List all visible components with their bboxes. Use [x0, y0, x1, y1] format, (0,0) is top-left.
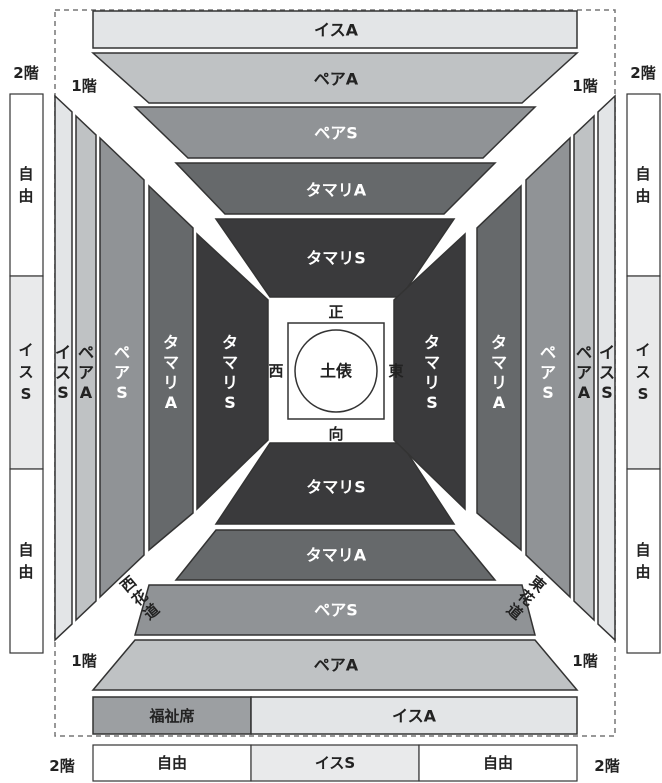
- west-tamari-a[interactable]: [148, 184, 194, 552]
- east-pair-a[interactable]: [573, 114, 595, 622]
- east-pair-s[interactable]: [525, 136, 571, 599]
- north-pair-a[interactable]: [91, 52, 579, 104]
- floor-2-se: 2階: [594, 757, 619, 775]
- floor-1-se: 1階: [572, 652, 597, 670]
- west-second-free-top[interactable]: [9, 93, 44, 277]
- south-pair-a[interactable]: [91, 639, 579, 691]
- north-label-1: ペアA: [314, 70, 359, 89]
- north-label-2: ペアS: [314, 124, 358, 143]
- floor-1-sw: 1階: [71, 652, 96, 670]
- floor-2-west: 2階: [13, 64, 38, 82]
- east-second-label-2: 自由: [635, 541, 650, 581]
- east-tamari-a[interactable]: [476, 184, 522, 552]
- west-second-label-2: 自由: [18, 541, 33, 581]
- south-second-free-right[interactable]: [418, 744, 578, 782]
- welfare-label: 福祉席: [148, 707, 194, 725]
- west-pair-a[interactable]: [75, 114, 97, 622]
- floor-1-nw: 1階: [71, 77, 96, 95]
- west-second-label-0: 自由: [18, 165, 33, 205]
- direction-north: 正: [328, 303, 343, 321]
- labels: イスA ペアA ペアS タマリA タマリS タマリS タマリA ペアS ペアA 福祉席 イスA タマリ…: [13, 21, 655, 776]
- west-second-free-bottom[interactable]: [9, 468, 44, 654]
- floor-2-east: 2階: [630, 64, 655, 82]
- west-tamari-s[interactable]: [196, 232, 269, 511]
- north-isu-a[interactable]: [92, 10, 578, 49]
- direction-south: 向: [328, 425, 343, 443]
- north-tamari-a[interactable]: [174, 162, 497, 215]
- east-tamari-s[interactable]: [393, 232, 466, 511]
- floor-1-ne: 1階: [572, 77, 597, 95]
- east-isu-s[interactable]: [597, 94, 616, 642]
- south-tamari-s[interactable]: [214, 442, 456, 525]
- north-label-4: タマリS: [306, 249, 366, 268]
- south-label-3: ペアA: [314, 656, 359, 675]
- south-second-label-0: 自由: [157, 754, 187, 772]
- south-second-label-1: イスS: [315, 754, 355, 772]
- south-label-1: タマリA: [306, 546, 367, 565]
- east-second-free-bottom[interactable]: [626, 468, 661, 654]
- south-isu-a-label: イスA: [392, 707, 437, 726]
- east-second-isu-s[interactable]: [626, 275, 661, 470]
- dohyo-circle: [294, 329, 378, 413]
- direction-east: 東: [388, 362, 403, 380]
- south-isu-a[interactable]: [250, 696, 578, 735]
- south-second-label-2: 自由: [483, 754, 513, 772]
- east-second-free-top[interactable]: [626, 93, 661, 277]
- south-label-0: タマリS: [306, 478, 366, 497]
- south-second-isu-s[interactable]: [250, 744, 420, 782]
- east-second-label-0: 自由: [635, 165, 650, 205]
- west-second-isu-s[interactable]: [9, 275, 44, 470]
- dohyo-label: 土俵: [320, 362, 353, 381]
- south-second-free-left[interactable]: [92, 744, 252, 782]
- west-isu-s[interactable]: [54, 94, 73, 642]
- direction-west: 西: [268, 362, 283, 380]
- north-label-3: タマリA: [306, 181, 367, 200]
- south-tamari-a[interactable]: [174, 529, 497, 581]
- south-pair-s[interactable]: [134, 584, 536, 636]
- south-label-2: ペアS: [314, 601, 358, 620]
- north-label-0: イスA: [314, 21, 359, 40]
- floor-2-sw: 2階: [49, 757, 74, 775]
- north-pair-s[interactable]: [133, 106, 537, 159]
- west-pair-s[interactable]: [99, 136, 145, 599]
